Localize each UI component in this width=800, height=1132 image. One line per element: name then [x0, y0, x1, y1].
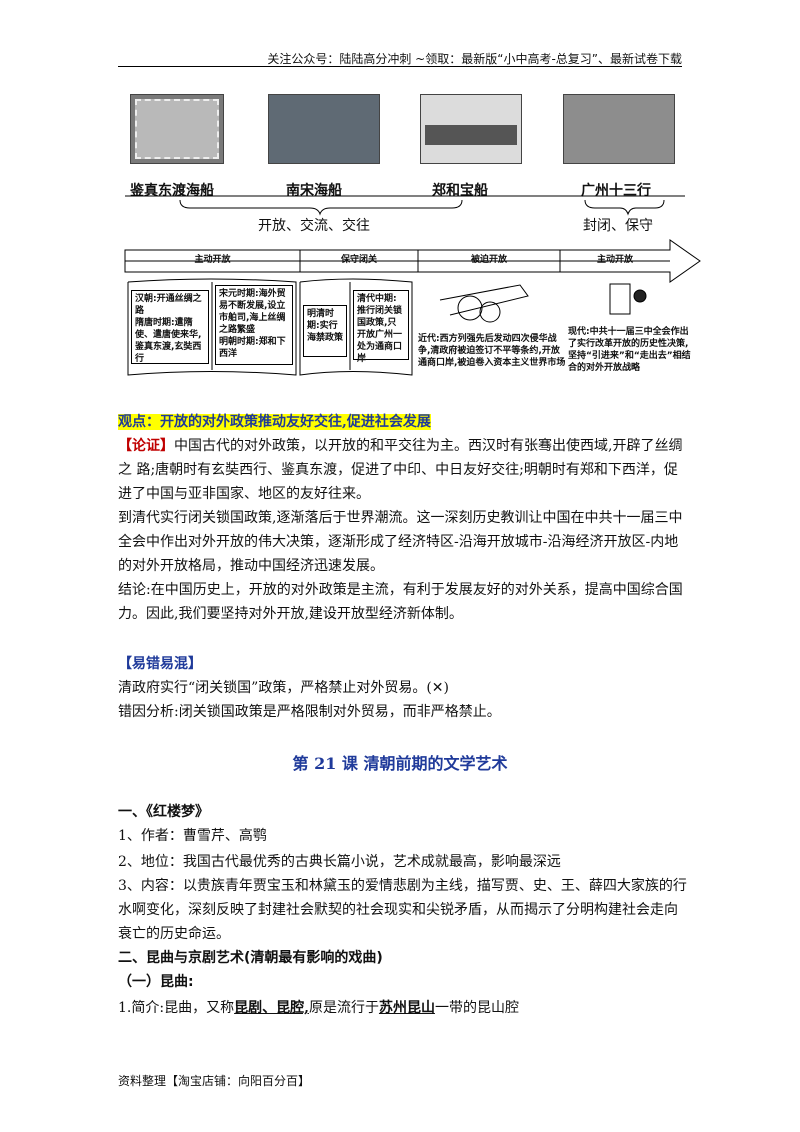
phase-4: 主动开放 — [596, 255, 633, 265]
mistakes-line2: 错因分析:闭关锁国政策是严格限制对外贸易，而非严格禁止。 — [118, 704, 501, 720]
viewpoint-text: 开放的对外政策推动友好交往,促进社会发展 — [160, 414, 431, 430]
argument-p1: 【论证】中国古代的对外政策，以开放的和平交往为主。西汉时有张骞出使西域,开辟了丝… — [118, 434, 688, 506]
phase-2: 保守闭关 — [340, 255, 377, 265]
label-song: 南宋海船 — [286, 183, 342, 199]
viewpoint-label: 观点： — [118, 414, 160, 430]
page-footer: 资料整理【淘宝店铺：向阳百分百】 — [118, 1074, 311, 1088]
section1-item3: 3、内容：以贵族青年贾宝玉和林黛玉的爱情悲剧为主线，描写贾、史、王、薛四大家族的… — [118, 878, 687, 942]
brace-right-text: 封闭、保守 — [583, 218, 653, 234]
argument-tag: 【论证】 — [118, 438, 174, 454]
section1-item2: 2、地位：我国古代最优秀的古典长篇小说，艺术成就最高，影响最深远 — [118, 854, 561, 870]
guangzhou-photo — [563, 94, 675, 164]
brace-left-text: 开放、交流、交往 — [258, 218, 370, 234]
mistakes-line1: 清政府实行“闭关锁国”政策，严格禁止对外贸易。(✕) — [118, 680, 449, 696]
label-jianzhen: 鉴真东渡海船 — [130, 183, 214, 199]
page-header: 关注公众号：陆陆高分冲刺 ~领取：最新版“小中高考-总复习”、最新试卷下载 — [0, 0, 800, 67]
phase-3: 被迫开放 — [470, 255, 507, 265]
mistakes-tag-text: 【易错易混】 — [118, 656, 202, 672]
timeline-lines — [124, 195, 701, 376]
section2-heading: 二、昆曲与京剧艺术(清朝最有影响的戏曲) — [118, 950, 383, 966]
intro-b: 原是流行于 — [308, 1000, 379, 1016]
zhenghe-ship-photo — [420, 94, 522, 164]
header-text: 关注公众号：陆陆高分冲刺 ~领取：最新版“小中高考-总复习”、最新试卷下载 — [267, 52, 682, 66]
argument-p3: 结论:在中国历史上，开放的对外政策是主流，有利于发展友好的对外关系，提高中国综合… — [118, 582, 683, 622]
label-guangzhou: 广州十三行 — [581, 183, 651, 199]
section2-intro: 1.简介:昆曲，又称昆剧、昆腔,原是流行于苏州昆山一带的昆山腔 — [118, 996, 688, 1020]
argument-p2: 到清代实行闭关锁国政策,逐渐落后于世界潮流。这一深刻历史教训让中国在中共十一届三… — [118, 510, 683, 574]
stamp-photo — [130, 94, 224, 164]
label-zhenghe: 郑和宝船 — [432, 183, 488, 199]
intro-kunju: 昆剧、昆腔, — [234, 1000, 309, 1016]
section2-sub: （一）昆曲: — [118, 974, 194, 990]
lesson-title: 第 21 课 清朝前期的文学艺术 — [292, 754, 508, 773]
intro-c: 一带的昆山腔 — [434, 1000, 519, 1016]
mistakes-tag: 【易错易混】 — [118, 652, 688, 676]
intro-a: 1.简介:昆曲，又称 — [118, 1000, 235, 1016]
viewpoint-line: 观点：开放的对外政策推动友好交往,促进社会发展 — [118, 410, 688, 434]
box-ming-qing: 明清时期:实行海禁政策 — [303, 305, 347, 357]
song-ship-photo — [268, 94, 380, 164]
section1-item1: 1、作者：曹雪芹、高鹗 — [118, 828, 267, 844]
header-rule — [118, 66, 682, 67]
argument-p1-text: 中国古代的对外政策，以开放的和平交往为主。西汉时有张骞出使西域,开辟了丝绸之 路… — [118, 438, 683, 502]
section1-heading: 一、《红楼梦》 — [118, 804, 209, 820]
text-contemporary: 现代:中共十一届三中全会作出了实行改革开放的历史性决策,坚持“引进来”和“走出去… — [568, 327, 691, 373]
box-qing-mid: 清代中期:推行闭关锁国政策,只开放广州一处为通商口岸 — [353, 290, 409, 364]
text-modern-forced: 近代:西方列强先后发动四次侵华战争,清政府被迫签订不平等条约,开放通商口岸,被迫… — [418, 334, 566, 368]
box-song-ming: 宋元时期:海外贸易不断发展,设立市舶司,海上丝绸之路繁盛 明朝时期:郑和下西洋 — [215, 285, 293, 365]
intro-suzhou: 苏州昆山 — [378, 1000, 435, 1016]
box-han-sui-tang: 汉朝:开通丝绸之路 隋唐时期:遣隋使、遣唐使来华,鉴真东渡,玄奘西行 — [131, 290, 209, 364]
phase-1: 主动开放 — [194, 255, 231, 265]
